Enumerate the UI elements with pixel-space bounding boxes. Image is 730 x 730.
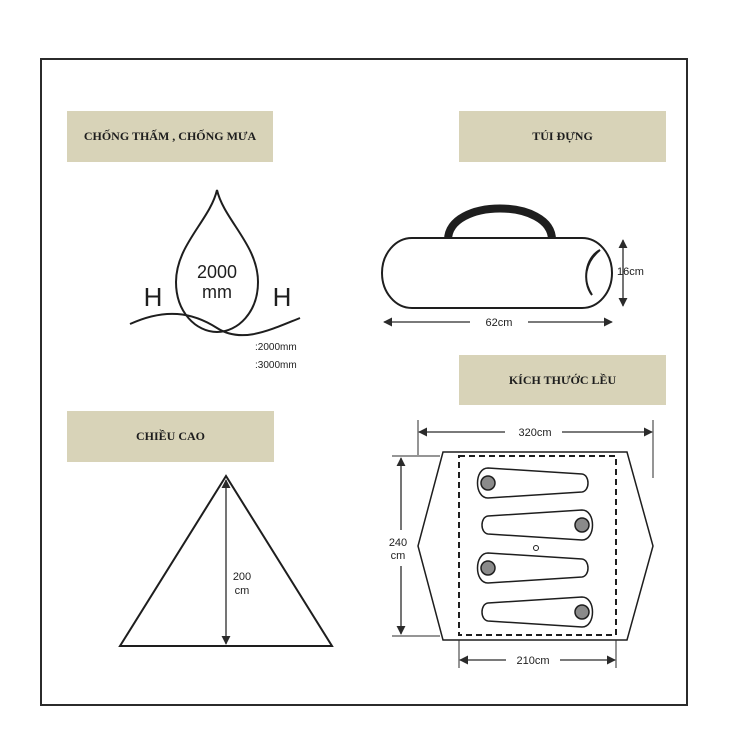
waterproof-spec-1: :2000mm (255, 342, 297, 353)
water-wave-line (129, 312, 301, 337)
h-left: H (144, 282, 163, 312)
tent-size-label: KÍCH THƯỚC LỀU (459, 355, 666, 405)
depth-value: 240 (389, 537, 407, 549)
carry-bag-icon (381, 204, 613, 309)
sleeping-bag-icon (481, 596, 594, 628)
waterproof-label: CHỐNG THẤM , CHỐNG MƯA (67, 111, 273, 162)
bag-diameter: 16cm (617, 266, 644, 278)
h-right: H (273, 282, 292, 312)
tent-profile-triangle (118, 474, 334, 647)
waterproof-unit: mm (202, 282, 232, 302)
inner-tent-outline (458, 455, 617, 636)
sleeping-bag-icon (476, 552, 589, 584)
sleeping-bag-icon (481, 509, 594, 541)
waterproof-spec-2: :3000mm (255, 360, 297, 371)
waterproof-value: 2000 (197, 262, 237, 282)
bag-label: TÚI ĐỰNG (459, 111, 666, 162)
outer-width: 320cm (518, 427, 551, 439)
bag-length: 62cm (486, 317, 513, 329)
diagram-frame (40, 58, 688, 706)
height-label: CHIỀU CAO (67, 411, 274, 462)
depth-unit: cm (391, 550, 406, 562)
height-value: 200 (233, 571, 251, 583)
sleeping-bag-icon (476, 467, 589, 499)
inner-width: 210cm (516, 655, 549, 667)
water-drop-icon (174, 189, 260, 334)
tent-floor-outline (417, 451, 654, 641)
tent-center-pole-icon (533, 545, 539, 551)
height-unit: cm (235, 585, 250, 597)
